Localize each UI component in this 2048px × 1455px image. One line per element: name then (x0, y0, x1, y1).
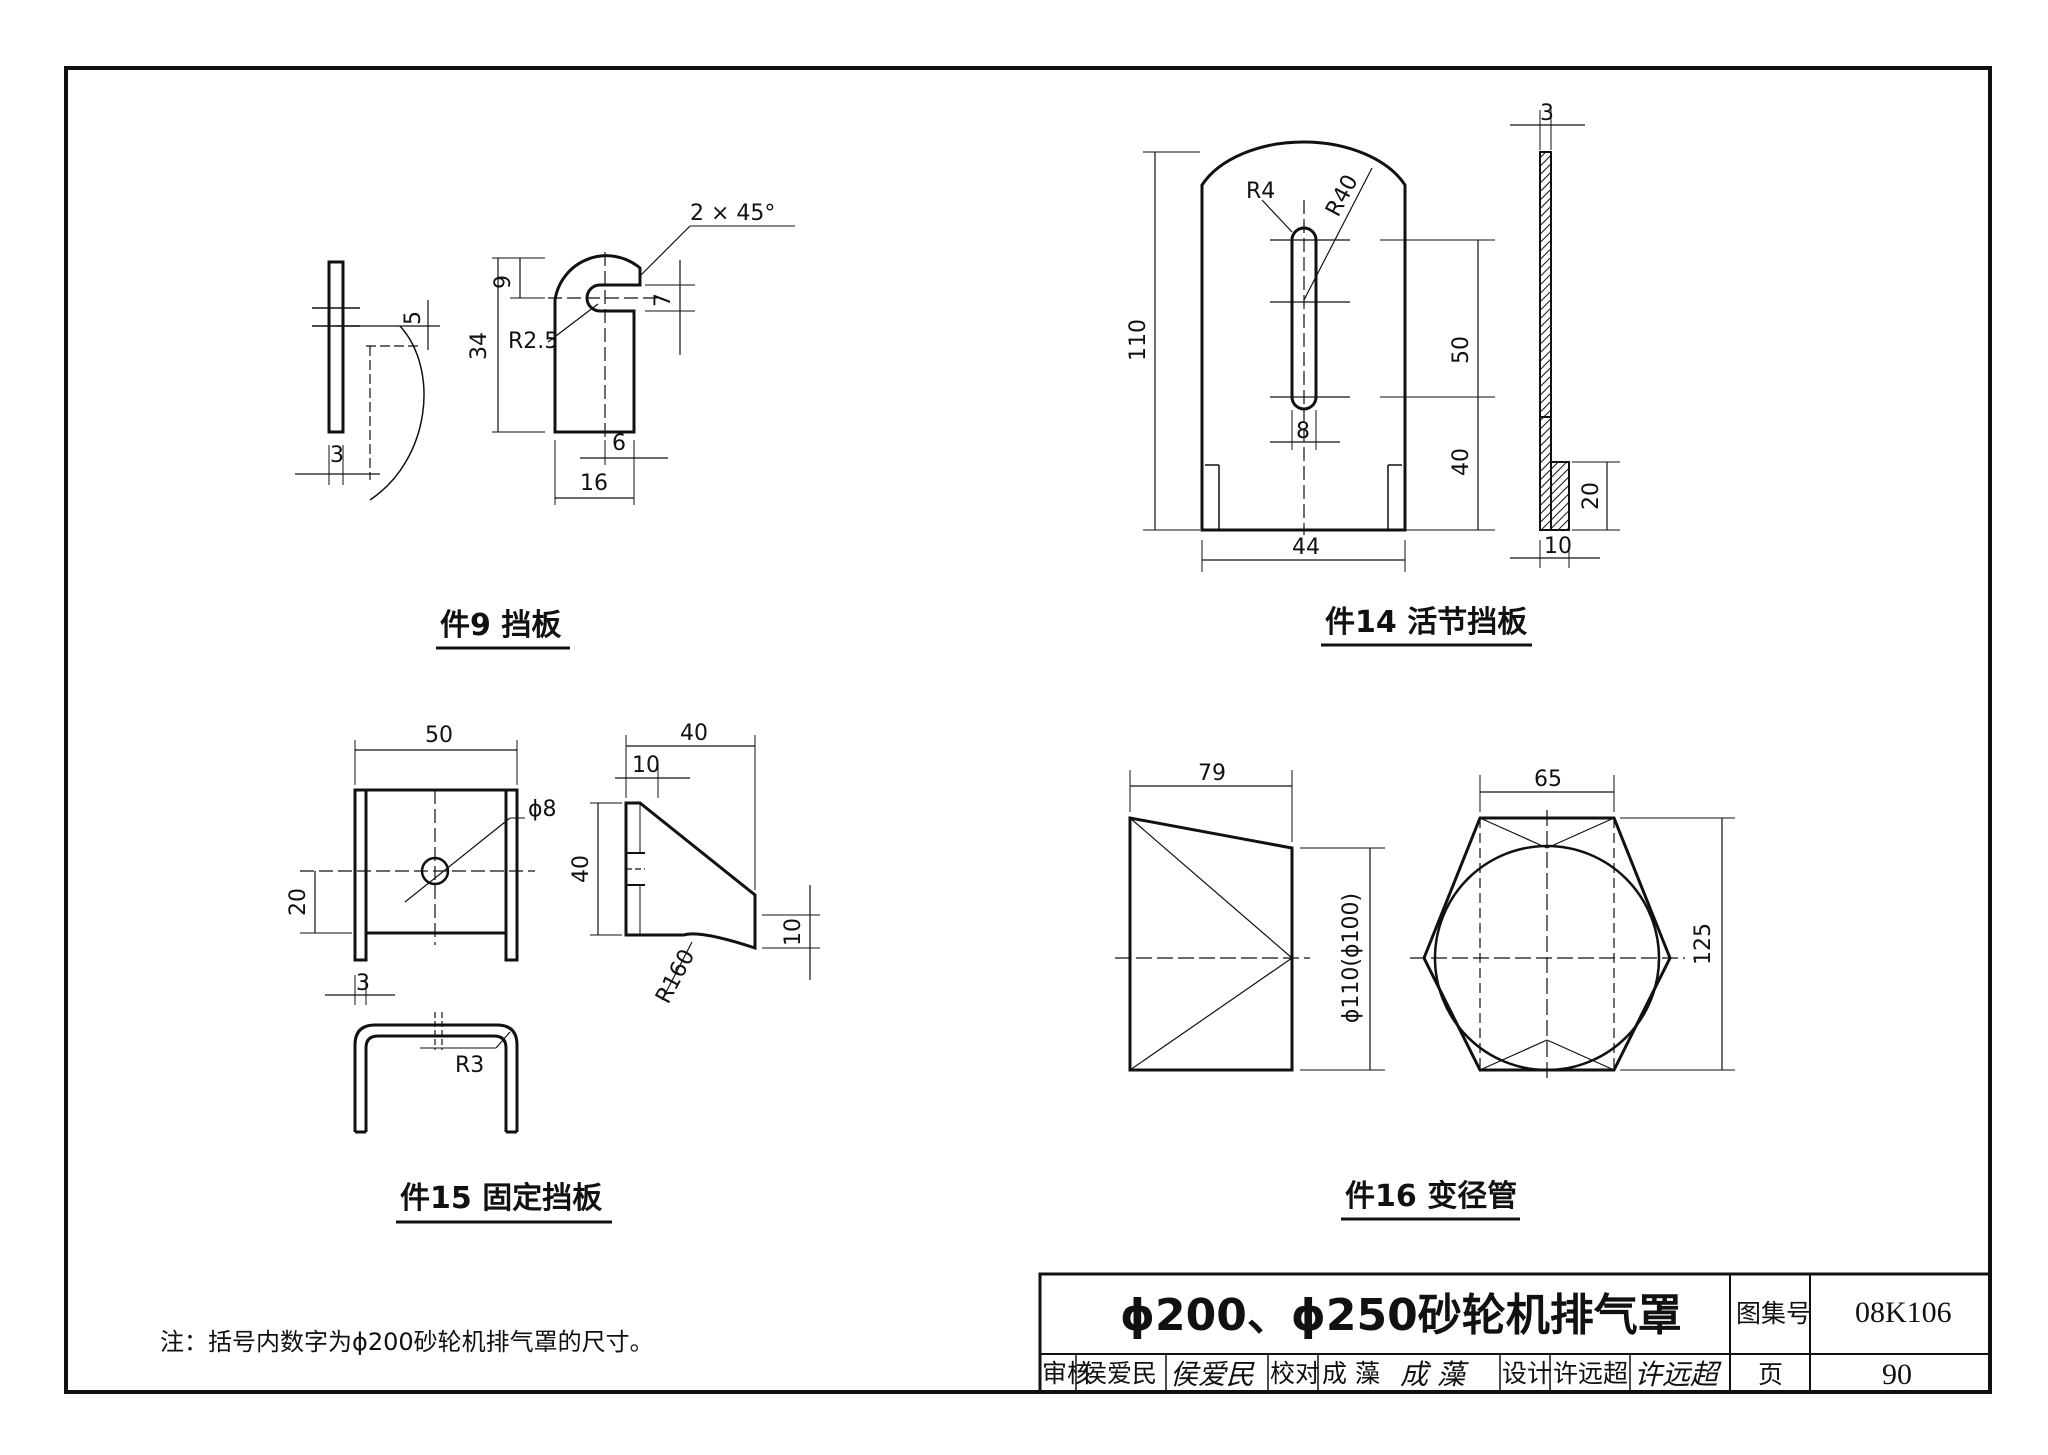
part-15-dimensions: 50 ϕ8 20 3 R3 40 10 40 10 R160 (286, 721, 806, 1078)
part-15-caption: 件15 固定挡板 (400, 1181, 602, 1216)
designer-name: 许远超 (1553, 1359, 1628, 1388)
part-14-drawing (1143, 110, 1620, 572)
p9-dim-6: 6 (612, 431, 626, 456)
atlas-number: 08K106 (1855, 1296, 1952, 1329)
p9-dim-7: 7 (651, 293, 676, 307)
p14-dim-3: 3 (1540, 101, 1554, 126)
p14-dim-10: 10 (1544, 534, 1572, 559)
p16-dim-125: 125 (1691, 923, 1716, 965)
design-label: 设计 (1502, 1359, 1552, 1388)
p14-dim-r4: R4 (1246, 179, 1275, 204)
part-14-dimensions: 110 R4 R40 50 40 8 44 3 20 10 (1126, 101, 1604, 560)
p15-dim-r3: R3 (455, 1053, 484, 1078)
p15-dim-r160: R160 (651, 946, 700, 1008)
p15-dim-phi8: ϕ8 (528, 797, 557, 822)
title-block-text: ϕ200、ϕ250砂轮机排气罩 图集号 08K106 页 90 审核 侯爱民 侯… (1042, 1290, 1952, 1391)
p14-dim-110: 110 (1126, 319, 1151, 361)
p9-dim-5: 5 (401, 311, 426, 325)
p14-dim-44: 44 (1292, 535, 1320, 560)
p9-dim-r25: R2.5 (508, 329, 558, 354)
p15-dim-20: 20 (286, 888, 311, 916)
checker-signature: 成 藻 (1400, 1358, 1469, 1391)
p15-dim-40-side: 40 (569, 855, 594, 883)
p15-dim-50: 50 (425, 723, 453, 748)
p9-dim-16: 16 (580, 471, 608, 496)
p15-dim-3: 3 (356, 971, 370, 996)
p14-dim-20: 20 (1579, 482, 1604, 510)
part-9-drawing (295, 225, 795, 505)
p15-dim-40-top: 40 (680, 721, 708, 746)
part-16-drawing (1115, 770, 1735, 1080)
reviewer-name: 侯爱民 (1082, 1359, 1157, 1388)
part-16-dimensions: 79 ϕ110(ϕ100) 65 125 (1198, 761, 1716, 1023)
p14-dim-50: 50 (1449, 336, 1474, 364)
drawing-title: ϕ200、ϕ250砂轮机排气罩 (1120, 1290, 1682, 1341)
part-16-caption: 件16 变径管 (1345, 1179, 1517, 1214)
p16-dim-79: 79 (1198, 761, 1226, 786)
p14-dim-8: 8 (1296, 419, 1310, 444)
part-9-caption: 件9 挡板 (440, 608, 561, 643)
p16-dim-65: 65 (1534, 767, 1562, 792)
part-14-caption: 件14 活节挡板 (1325, 605, 1527, 640)
atlas-label: 图集号 (1736, 1299, 1811, 1328)
p9-dim-9: 9 (491, 275, 516, 289)
sheet-border (64, 66, 1992, 1394)
page-label: 页 (1758, 1360, 1783, 1389)
part-9-dimensions: 9 5 7 34 R2.5 2 × 45° 6 16 3 (330, 201, 775, 496)
p15-dim-10-side: 10 (781, 918, 806, 946)
part-15-drawing (300, 735, 820, 1134)
designer-signature: 许远超 (1634, 1358, 1722, 1391)
p14-dim-40: 40 (1449, 448, 1474, 476)
p9-dim-3: 3 (330, 443, 344, 468)
p16-dim-phi110: ϕ110(ϕ100) (1339, 893, 1364, 1023)
checker-name: 成 藻 (1322, 1359, 1380, 1388)
p9-dim-chamfer: 2 × 45° (690, 201, 775, 226)
review-label: 审核 (1042, 1359, 1092, 1388)
p9-dim-34: 34 (467, 332, 492, 360)
reviewer-signature: 侯爱民 (1170, 1358, 1255, 1391)
page-number: 90 (1882, 1358, 1912, 1391)
drawing-note: 注：括号内数字为ϕ200砂轮机排气罩的尺寸。 (160, 1328, 654, 1356)
check-label: 校对 (1270, 1359, 1320, 1388)
p15-dim-10-top: 10 (632, 753, 660, 778)
title-block (1038, 1272, 1992, 1394)
